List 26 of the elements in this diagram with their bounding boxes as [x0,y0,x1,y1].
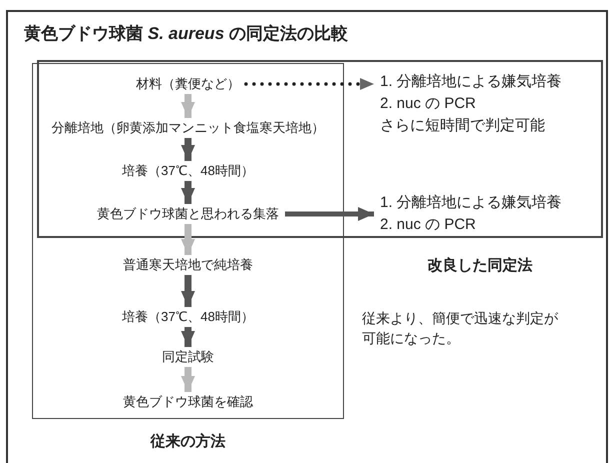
method-heading: 従来の方法 [150,432,226,451]
method-text: さらに短時間で判定可能 [380,116,546,136]
arrow [181,275,195,307]
step-text: 分離培地（卵黄添加マンニット食塩寒天培地） [52,120,324,136]
arrow [285,207,374,221]
step-text: 培養（37℃、48時間） [122,163,254,179]
arrow [181,181,195,204]
step-text: 黄色ブドウ球菌と思われる集落 [97,206,279,222]
step-text: 普通寒天培地で純培養 [123,257,253,273]
arrow [181,138,195,161]
arrow [181,327,195,347]
method-text: 2. nuc の PCR [380,215,477,235]
method-text: 2. nuc の PCR [380,94,477,114]
arrow [181,367,195,392]
step-text: 黄色ブドウ球菌を確認 [123,394,253,410]
title: 黄色ブドウ球菌 S. aureus の同定法の比較 [24,23,348,45]
method-text: 1. 分離培地による嫌気培養 [380,193,562,213]
method-heading: 改良した同定法 [428,256,532,275]
method-text: 1. 分離培地による嫌気培養 [380,72,562,92]
arrow [244,78,376,90]
step-text: 同定試験 [162,349,214,365]
arrow [181,94,195,118]
step-text: 材料（糞便など） [136,76,240,92]
step-text: 培養（37℃、48時間） [122,309,254,325]
note-text: 従来より、簡便で迅速な判定が可能になった。 [362,309,559,348]
arrow [181,224,195,255]
